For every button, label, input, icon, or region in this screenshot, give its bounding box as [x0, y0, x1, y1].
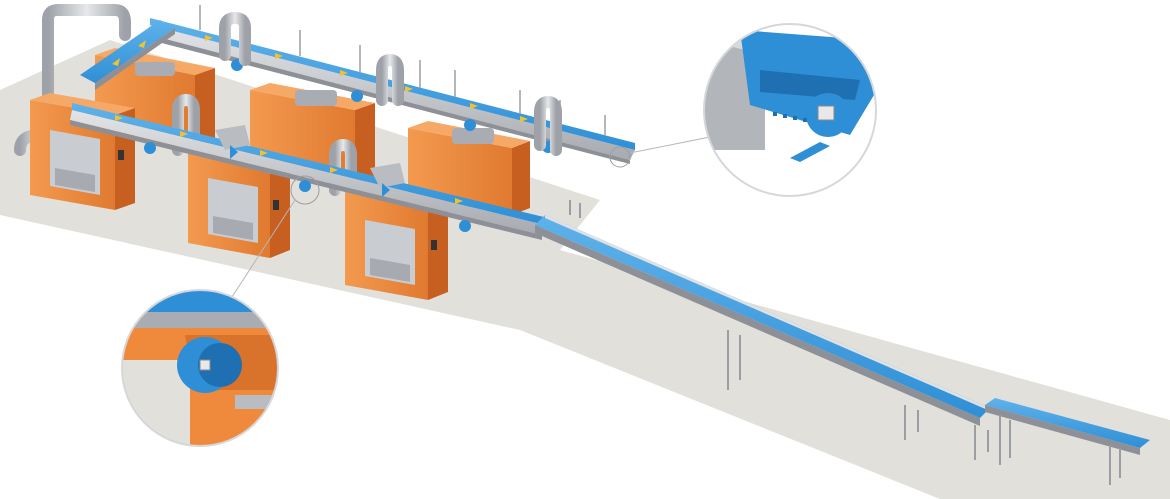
detail-marker-side-roller [290, 175, 320, 205]
feeder-conveyor [80, 20, 175, 90]
incline-conveyor [535, 200, 990, 460]
callout-leader-line-a [629, 134, 721, 154]
discharge-conveyor [985, 398, 1150, 485]
detail-marker-end-roller [609, 146, 631, 168]
callout-side-roller-detail [121, 289, 279, 447]
machine-front-3 [345, 185, 448, 300]
callout-belt-end-roller-detail [703, 23, 877, 197]
front-conveyor [70, 103, 548, 240]
callout-leader-line-b [229, 199, 296, 301]
